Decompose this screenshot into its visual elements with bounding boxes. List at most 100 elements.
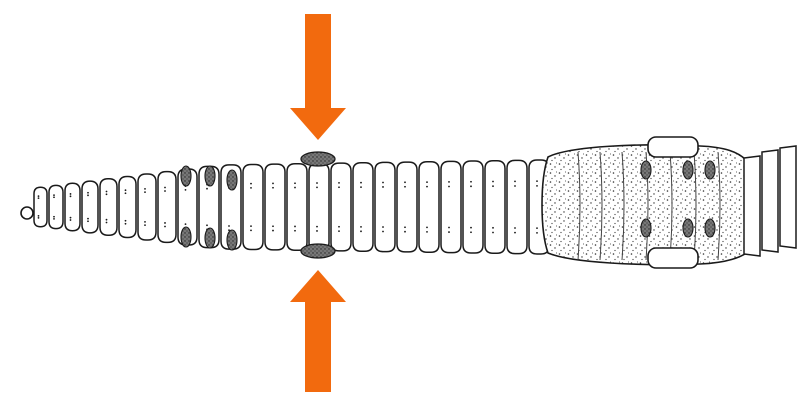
seta-dot [124,189,127,192]
segment-pore [204,165,216,187]
seta-dot [105,221,108,224]
seta-dot [360,226,362,228]
seta-dot [69,219,72,221]
seta-dot [426,226,428,229]
seta-dot [294,225,296,228]
seta-dot [53,215,55,218]
seta-dot [294,229,296,232]
seta-dot [514,185,516,187]
seta-dot [87,217,89,220]
body-segment [506,159,528,255]
seta-dot [294,186,296,189]
seta-dot [87,220,89,223]
seta-dot [144,224,146,227]
seta-dot [382,186,384,188]
top-arrow [290,14,346,140]
seta-dot [382,226,384,228]
seta-dot [53,194,55,196]
seta-dot [536,184,538,187]
seta-dot [124,222,127,225]
seta-dot [272,182,274,185]
body-segment [81,180,99,234]
clitellum-segment-lines [577,151,721,261]
body-segment [157,170,177,244]
seta-dot [536,227,538,230]
seta-dot [69,193,72,195]
seta-dot [37,214,40,217]
seta-dot [338,181,340,184]
seta-dot [37,197,40,200]
segment-pore [204,227,216,249]
body-segment [440,160,462,254]
body-segment [330,162,352,252]
seta-dot [448,231,450,233]
seta-dot [514,227,516,229]
seta-dot [250,225,252,228]
seta-dot [144,191,146,194]
seta-dot [426,181,428,184]
seta-dot [404,226,406,229]
seta-dot [206,224,208,227]
seta-dot [470,180,472,183]
body-segment [418,160,440,254]
segment-pore [180,165,192,187]
body-segment [308,162,330,252]
clitellum-pore [704,160,716,180]
seta-dot [404,230,406,233]
seta-dot [426,230,428,233]
seta-dot [470,231,472,234]
seta-dot [124,219,127,222]
seta-dot [536,180,538,183]
seta-dot [360,186,362,188]
seta-dot [448,226,450,229]
seta-dot [124,192,127,195]
clitellum-pore [704,218,716,238]
worm-body [20,136,797,269]
clitellum-pore [682,218,694,238]
clitellum-line [693,151,697,261]
seta-dot [87,191,89,194]
bottom-arrow [290,270,346,392]
seta-dot [382,230,384,233]
lower-pore [300,243,336,259]
seta-dot [250,186,252,189]
seta-dot [69,195,72,198]
body-segment [99,178,118,236]
seta-dot [184,189,187,191]
seta-dot [448,185,450,188]
seta-dot [206,187,208,190]
seta-dot [492,231,494,234]
seta-dot [37,216,40,219]
tail-segment [743,155,761,257]
seta-dot [164,225,166,228]
body-segment [286,163,308,251]
segment-pore [226,229,238,251]
seta-dot [404,185,406,188]
seta-dot [514,180,516,183]
seta-dot [164,222,166,224]
seta-dot [426,185,428,188]
seta-dot [272,229,274,232]
body-segment [484,159,506,255]
seta-dot [492,180,494,183]
seta-dot [316,186,318,189]
seta-dot [316,182,318,184]
seta-dot [492,185,494,188]
clitellum-pore [640,160,652,180]
clitellum-pore [682,160,694,180]
body-segment [137,173,157,241]
seta-dot [514,231,516,234]
seta-dot [448,181,450,183]
seta-dot [53,218,55,220]
seta-dot [184,223,187,225]
segment-pore [180,226,192,248]
seta-dot [53,196,55,199]
seta-dot [250,182,252,185]
seta-dot [316,230,318,232]
clitellum-pore [640,218,652,238]
seta-dot [470,185,472,188]
clitellum-line [577,151,581,261]
seta-dot [382,181,384,184]
clitellum-line [599,151,603,261]
